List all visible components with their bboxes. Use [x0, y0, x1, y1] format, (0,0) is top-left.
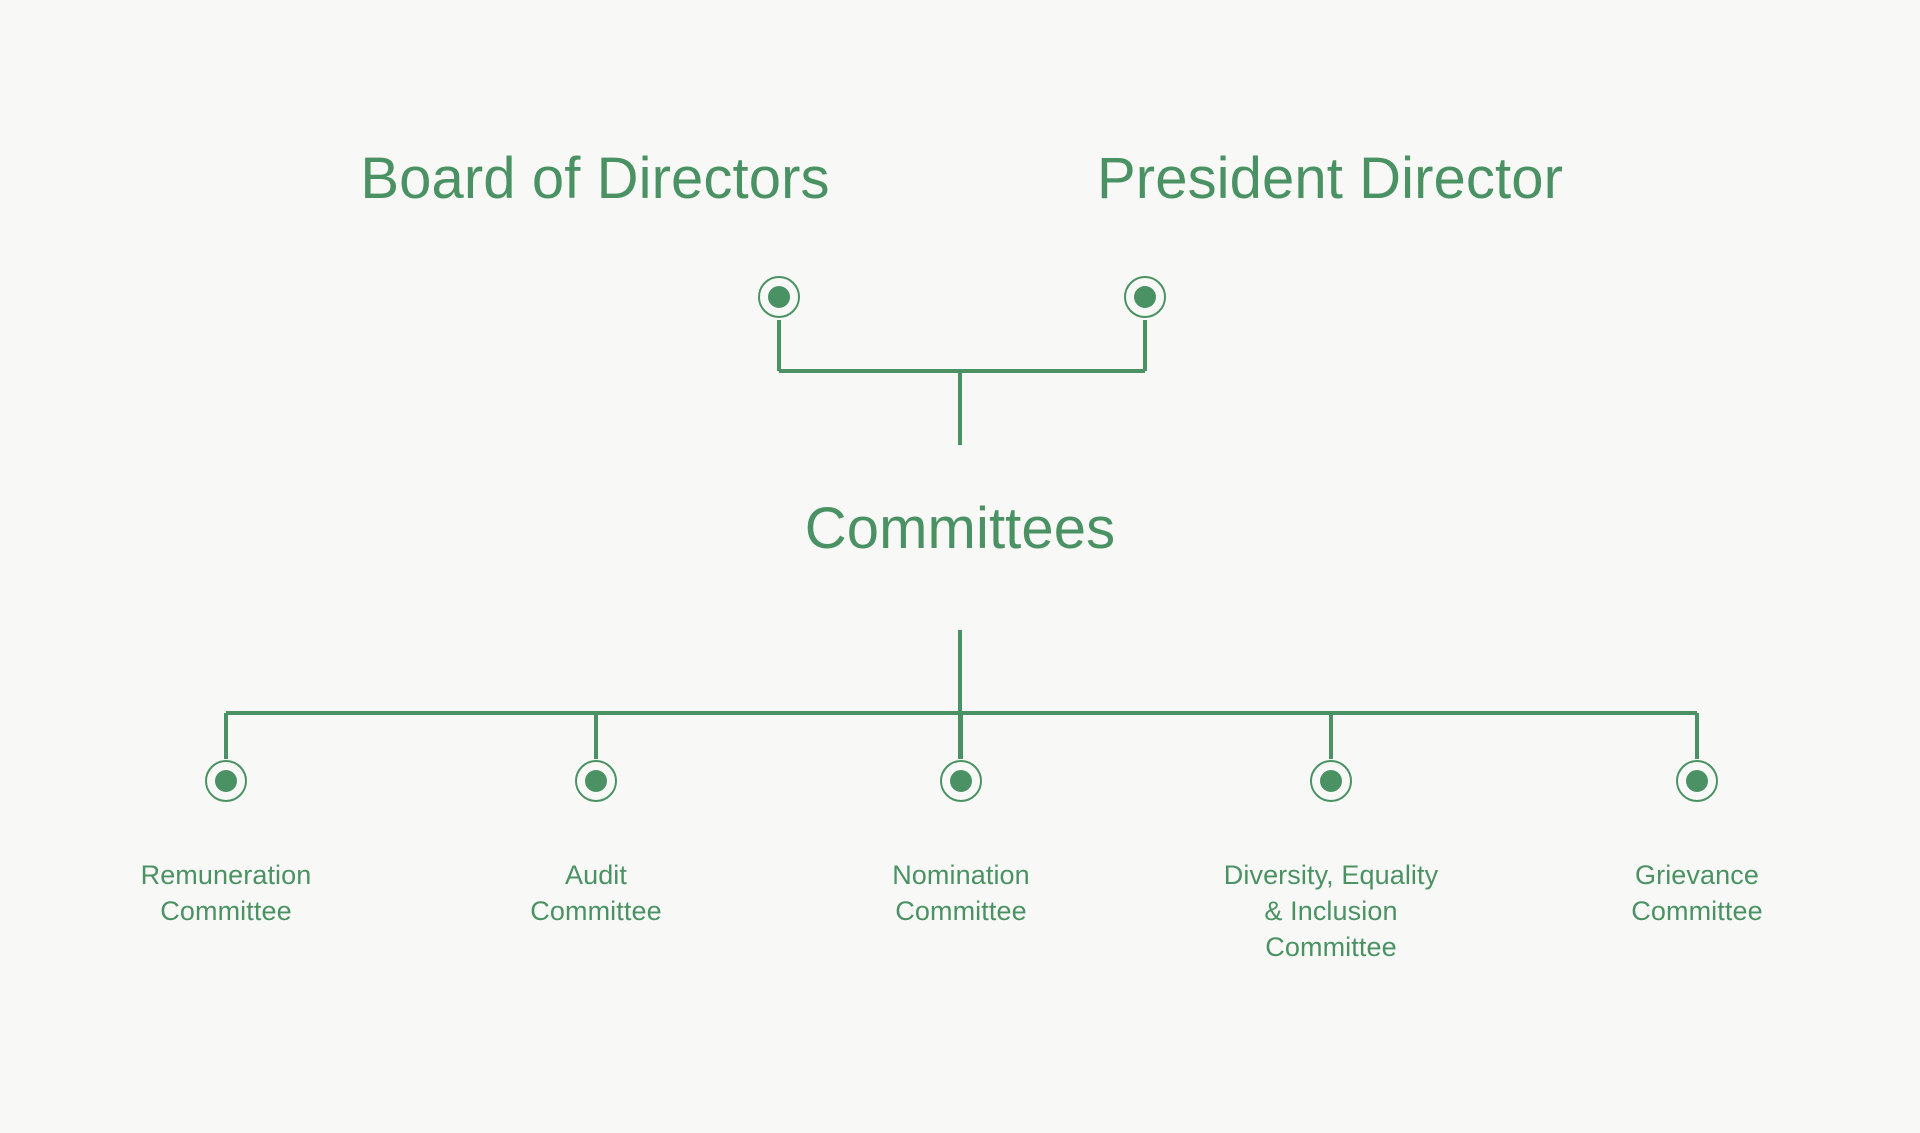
tier1-title-board-of-directors: Board of Directors — [360, 146, 830, 211]
tier3-label-remuneration-committee: Remuneration Committee — [140, 860, 312, 926]
tier3-label-audit-committee: Audit Committee — [530, 860, 662, 926]
tier1-title-president-director: President Director — [1097, 146, 1563, 211]
node-marker-board-of-directors[interactable] — [757, 275, 801, 319]
tier2-title-committees: Committees — [804, 496, 1116, 561]
node-marker-remuneration-committee[interactable] — [204, 759, 248, 803]
tier3-label-grievance-committee: Grievance Committee — [1631, 860, 1763, 926]
node-marker-audit-committee[interactable] — [574, 759, 618, 803]
tier3-label-nomination-committee: Nomination Committee — [892, 860, 1030, 926]
tier3-label-diversity-equality-inclusion-committee: Diversity, Equality & Inclusion Committe… — [1223, 860, 1439, 962]
node-marker-nomination-committee[interactable] — [939, 759, 983, 803]
node-marker-president-director[interactable] — [1123, 275, 1167, 319]
node-marker-grievance-committee[interactable] — [1675, 759, 1719, 803]
node-marker-diversity-equality-inclusion-committee[interactable] — [1309, 759, 1353, 803]
